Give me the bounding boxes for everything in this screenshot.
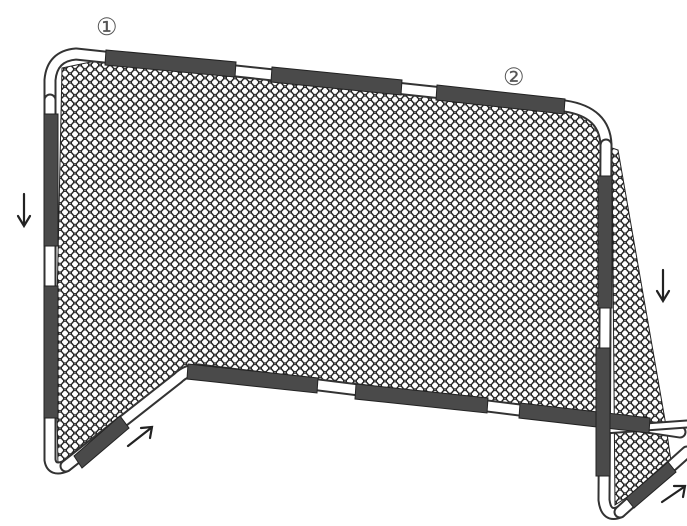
bottom-pad bbox=[186, 363, 319, 394]
top-pad bbox=[270, 66, 403, 96]
right-ground-pad bbox=[625, 461, 677, 509]
left-post-pad bbox=[43, 113, 59, 247]
arrow-up-right-icon bbox=[126, 425, 154, 448]
left-post-pad bbox=[43, 285, 59, 419]
right-post-pad bbox=[597, 175, 613, 309]
arrow-down-icon bbox=[655, 268, 671, 304]
frame-pads bbox=[43, 49, 677, 509]
left-ground-pad bbox=[73, 415, 130, 469]
top-pad bbox=[104, 49, 237, 78]
arrow-up-right-icon bbox=[660, 484, 687, 504]
right-post-pad bbox=[595, 347, 611, 477]
arrows bbox=[16, 192, 687, 504]
side-net bbox=[611, 147, 673, 506]
marker-2-label: ② bbox=[503, 63, 525, 91]
bottom-pad bbox=[354, 383, 489, 414]
top-pad bbox=[435, 84, 566, 115]
marker-1-label: ① bbox=[96, 13, 118, 41]
arrow-down-icon bbox=[16, 192, 32, 229]
